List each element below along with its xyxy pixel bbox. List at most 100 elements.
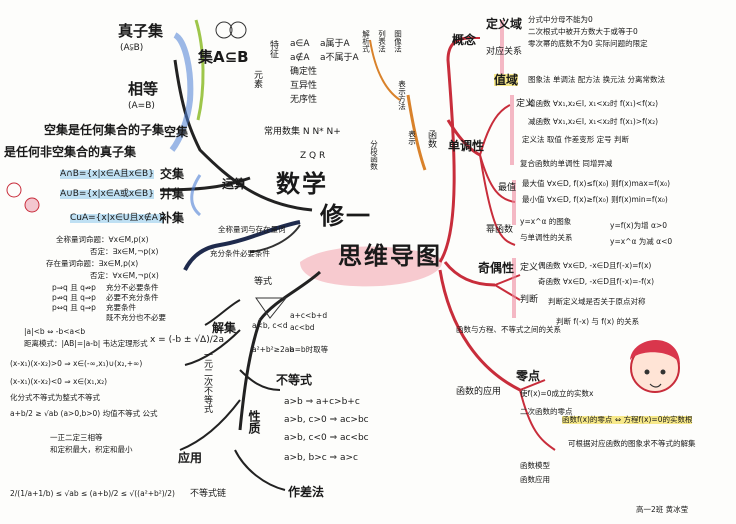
rep-analytic: 解析式 bbox=[361, 30, 371, 53]
number-sets: 常用数集 N N* N+ bbox=[264, 127, 341, 137]
decreasing-def: 减函数 ∀x₁,x₂∈I, x₁<x₂时 f(x₁)>f(x₂) bbox=[528, 117, 659, 126]
zero-equivalence: 函数f(x)的零点 ⇔ 方程f(x)=0的实数根 bbox=[562, 415, 693, 424]
relation-label: 函数与方程、不等式之间的关系 bbox=[456, 325, 561, 334]
zero-graph-relation: 可根据对应函数的图象求不等式的解集 bbox=[568, 439, 696, 448]
fraction-ineq-1: 化分式不等式为整式不等式 bbox=[10, 393, 100, 402]
representation-label: 表示 bbox=[407, 130, 417, 145]
feature-1: 确定性 bbox=[290, 67, 318, 77]
property-label: 性质 bbox=[247, 410, 261, 434]
power-func-rel: 与单调性的关系 bbox=[520, 233, 573, 242]
inequality-label: 不等式 bbox=[276, 373, 313, 387]
intersection-label: 交集 bbox=[160, 167, 185, 181]
distance-mode: 距离模式：|AB|=|a-b| 韦达定理形式 bbox=[24, 339, 148, 348]
property-3: a>b, c<0 ⇒ ac<bc bbox=[284, 433, 369, 443]
quantifier-label: 全称量词与存在量词 bbox=[218, 225, 286, 234]
quad-ineq-label: 一元二次不等式 bbox=[202, 350, 212, 413]
condition-4: 既不充分也不必要 bbox=[106, 313, 166, 322]
condition-2: 必要不充分条件 bbox=[106, 293, 159, 302]
title-math: 数学 bbox=[276, 170, 328, 198]
node-elements: 元素 bbox=[252, 70, 262, 88]
number-sets-zqr: Z Q R bbox=[300, 151, 326, 161]
condition-1: 充分不必要条件 bbox=[106, 283, 159, 292]
node-empty-subset: 空集是任何集合的子集 bbox=[44, 123, 165, 137]
sq-2: a=b时取等 bbox=[290, 345, 329, 354]
title-highlight bbox=[300, 246, 442, 287]
sq-1: a²+b²≥2ab bbox=[252, 345, 295, 354]
equation-label: 等式 bbox=[254, 277, 273, 287]
domain-rule-1: 分式中分母不能为0 bbox=[528, 15, 593, 24]
power-func-def: y=x^α 的图象 bbox=[520, 217, 572, 226]
union-label: 并集 bbox=[160, 187, 185, 201]
mean-ineq-3: 和定积最大，积定和最小 bbox=[50, 445, 133, 454]
property-1: a>b ⇒ a+c>b+c bbox=[284, 397, 360, 407]
node-equal-sym: (A=B) bbox=[128, 101, 155, 111]
property-2: a>b, c>0 ⇒ ac>bc bbox=[284, 415, 369, 425]
union-def: A∪B={x|x∈A或x∈B} bbox=[60, 189, 154, 199]
yc-1: a<b, c<d bbox=[252, 321, 288, 330]
concept-label: 概念 bbox=[452, 33, 477, 47]
domain-label: 定义域 bbox=[486, 17, 523, 31]
node-subset: 集A⊆B bbox=[198, 48, 249, 66]
feature-2: 互异性 bbox=[290, 81, 318, 91]
parity-label: 奇偶性 bbox=[478, 261, 515, 275]
existential-proposition: 存在量词命题：∃x∈M,p(x) bbox=[46, 259, 139, 268]
range-methods: 图象法 单调法 配方法 换元法 分离常数法 bbox=[528, 75, 666, 84]
zero-quadratic: 二次函数的零点 bbox=[520, 407, 573, 416]
extreme-label: 最值 bbox=[498, 183, 517, 193]
pq-3: p⇔q 且 q⇒p bbox=[52, 303, 96, 312]
power-func-label: 幂函数 bbox=[486, 225, 514, 235]
universal-negation: 否定：∃x∈M,¬p(x) bbox=[90, 247, 159, 256]
zero-label: 零点 bbox=[516, 369, 541, 383]
yc-3: ac<bd bbox=[290, 323, 315, 332]
monotonic-label: 单调性 bbox=[448, 139, 485, 153]
yc-2: a+c<b+d bbox=[290, 311, 328, 320]
range-label: 值域 bbox=[494, 73, 519, 87]
property-4: a>b, b>c ⇒ a>c bbox=[284, 453, 358, 463]
node-features: 特征 bbox=[268, 40, 278, 58]
universal-proposition: 全称量词命题：∀x∈M,p(x) bbox=[56, 235, 149, 244]
quad-ineq-2: (x-x₁)(x-x₂)<0 ⇒ x∈(x₁,x₂) bbox=[10, 377, 108, 386]
node-proper-subset: 真子集 bbox=[118, 22, 164, 40]
composite-mono: 复合函数的单调性 同增异减 bbox=[520, 159, 613, 168]
piecewise-label: 分段函数 bbox=[369, 140, 379, 170]
feature-3: 无序性 bbox=[290, 95, 318, 105]
definition-method: 定义法 取值 作差变形 定号 判断 bbox=[522, 135, 630, 144]
application-func-label: 函数的应用 bbox=[456, 387, 502, 397]
power-a-positive: y=f(x)为增 α>0 bbox=[610, 221, 668, 230]
judge-f: 判断 f(-x) 与 f(x) 的关系 bbox=[556, 317, 640, 326]
quad-ineq-1: (x-x₁)(x-x₂)>0 ⇒ x∈(-∞,x₁)∪(x₂,+∞) bbox=[10, 359, 143, 368]
node-empty-proper: 是任何非空集合的真子集 bbox=[4, 145, 137, 159]
belong-1: a∈A bbox=[290, 39, 310, 49]
operations-label: 运算 bbox=[222, 177, 247, 191]
zero-def: 使f(x)=0成立的实数x bbox=[520, 389, 594, 398]
mean-ineq-2: 一正二定三相等 bbox=[50, 433, 103, 442]
existential-negation: 否定：∀x∈M,¬p(x) bbox=[90, 271, 159, 280]
function-application: 函数应用 bbox=[520, 475, 550, 484]
increasing-def: 增函数 ∀x₁,x₂∈I, x₁<x₂时 f(x₁)<f(x₂) bbox=[528, 99, 659, 108]
condition-label: 充分条件必要条件 bbox=[210, 249, 270, 258]
node-proper-subset-sym: (A⫋B) bbox=[120, 43, 144, 53]
max-def: 最大值 ∀x∈D, f(x)≤f(x₀) 则f(x)max=f(x₀) bbox=[522, 179, 671, 188]
author-signature: 高一2班 黄冰莹 bbox=[636, 505, 689, 514]
odd-def: 奇函数 ∀x∈D, -x∈D且f(-x)=-f(x) bbox=[538, 277, 655, 286]
parity-judge-label: 判断 bbox=[520, 295, 539, 305]
rep-graph: 图像法 bbox=[393, 30, 403, 53]
mean-chain-label: 不等式链 bbox=[190, 489, 227, 499]
complement-label: 补集 bbox=[160, 211, 185, 225]
method-label: 作差法 bbox=[288, 485, 325, 499]
parity-def-label: 定义 bbox=[520, 263, 539, 273]
domain-rule-3: 零次幂的底数不为0 实际问题的限定 bbox=[528, 39, 648, 48]
complement-def: CuA={x|x∈U且x∉A} bbox=[70, 213, 164, 223]
function-models: 函数模型 bbox=[520, 461, 550, 470]
even-def: 偶函数 ∀x∈D, -x∈D且f(-x)=f(x) bbox=[538, 261, 652, 270]
belong-3: a∉A bbox=[290, 53, 310, 63]
application-label: 应用 bbox=[178, 451, 203, 465]
correspondence-label: 对应关系 bbox=[486, 47, 523, 57]
solution-set-label: 解集 bbox=[212, 321, 237, 335]
domain-rule-2: 二次根式中被开方数大于或等于0 bbox=[528, 27, 638, 36]
pq-2: p⇏q 且 q⇒p bbox=[52, 293, 96, 302]
node-equal: 相等 bbox=[128, 80, 159, 98]
power-a-negative: y=x^α 为减 α<0 bbox=[610, 237, 673, 246]
